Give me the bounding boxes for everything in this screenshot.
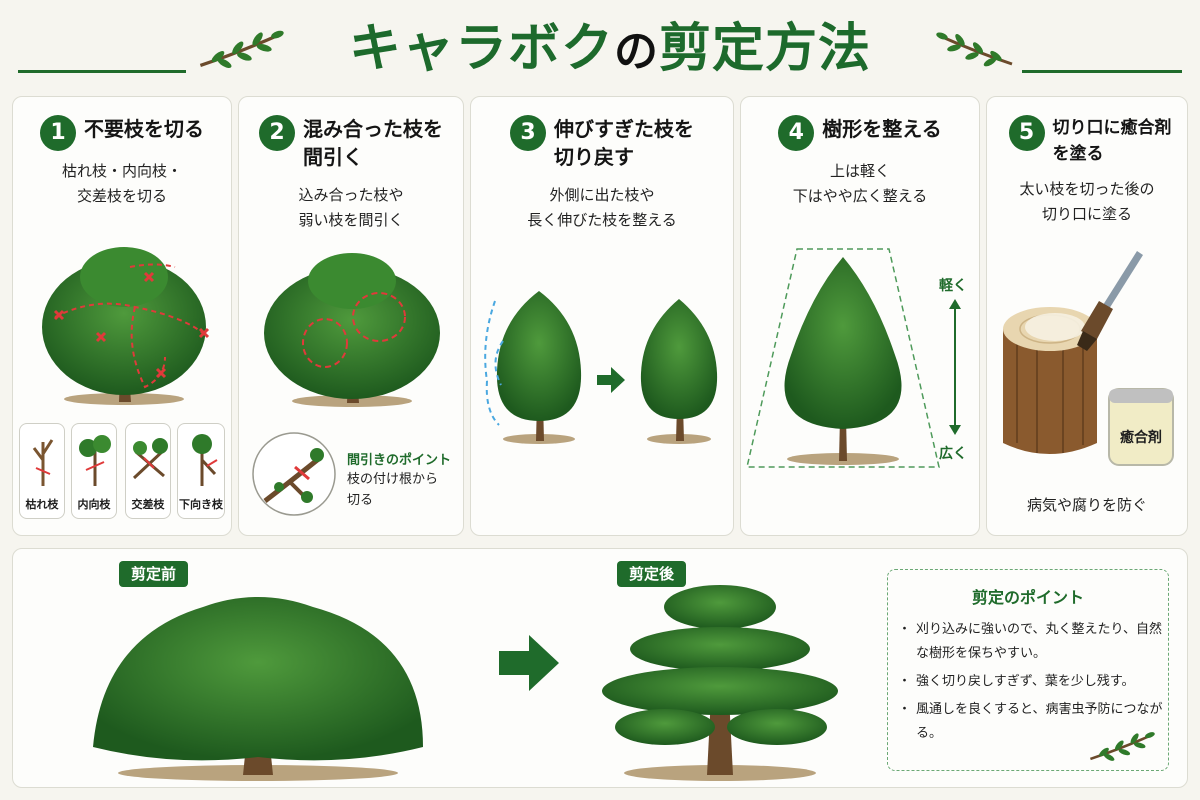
stump-and-brush-illustration (1003, 251, 1174, 466)
step-desc-2: 込み合った枝や 弱い枝を間引く (298, 186, 404, 229)
before-label: 剪定前 (119, 561, 189, 587)
step-head-5: 5 切り口に癒合剤 を塗る (987, 115, 1187, 167)
thinning-point-text: 枝の付け根から 切る (347, 472, 439, 508)
step-card-2: 2 混み合った枝を 間引く 込み合った枝や 弱い枝を間引く 間引きのポイント 枝… (238, 96, 464, 536)
overgrown-tree-illustration (484, 291, 582, 444)
step-head-2: 2 混み合った枝を 間引く (239, 115, 463, 171)
thinning-point-title: 間引きのポイント (347, 453, 452, 468)
step-title-4: 樹形を整える (822, 117, 942, 141)
step-head-4: 4 樹形を整える (741, 115, 979, 151)
dense-tree-illustration (264, 253, 440, 407)
arrow-right-icon (597, 367, 625, 393)
pruning-points-list: 刈り込みに強いので、丸く整えたり、自然な樹形を保ちやすい。 強く切り戻しすぎず、… (898, 618, 1164, 750)
inward-branch-icon (79, 435, 111, 486)
sprig-right-icon (936, 22, 1016, 78)
page-title: キャラボクの剪定方法 (300, 14, 920, 84)
step-number-4: 4 (778, 115, 815, 151)
branch-type-crossing: 交差枝 (125, 423, 171, 519)
list-item: 強く切り戻しすぎず、葉を少し残す。 (898, 670, 1164, 694)
crossing-branch-icon (132, 438, 168, 480)
step-head-1: 1 不要枝を切る (13, 115, 231, 151)
title-rest: 剪定方法 (659, 19, 872, 79)
title-rule-left (18, 70, 186, 73)
sprig-decor-icon (1086, 730, 1156, 764)
step-desc-1: 枯れ枝・内向枝・ 交差枝を切る (61, 162, 182, 205)
step-title-1: 不要枝を切る (84, 117, 204, 141)
list-item: 風通しを良くすると、病害虫予防につながる。 (898, 698, 1164, 746)
before-after-arrow-icon (499, 635, 559, 691)
trimmed-tree-illustration (640, 299, 718, 444)
step-card-1: 1 不要枝を切る 枯れ枝・内向枝・ 交差枝を切る 枯れ枝 (12, 96, 232, 536)
step-desc-5: 太い枝を切った後の 切り口に塗る (1019, 180, 1155, 223)
step-number-3: 3 (510, 115, 546, 151)
comparison-panel: 剪定前 剪定後 剪定のポイント 刈り込みに強いので、丸く整えたり、自然な樹形を保… (12, 548, 1188, 788)
sprig-left-icon (196, 22, 284, 78)
step-head-3: 3 伸びすぎた枝を 切り戻す (471, 115, 733, 171)
before-pruning-tree-illustration (93, 597, 423, 781)
step-desc-4: 上は軽く 下はやや広く整える (792, 162, 928, 205)
step-card-3: 3 伸びすぎた枝を 切り戻す 外側に出た枝や 長く伸びた枝を整える (470, 96, 734, 536)
thinning-closeup-illustration (252, 432, 336, 516)
title-bar: キャラボクの剪定方法 (0, 0, 1200, 96)
title-rule-right (1022, 70, 1182, 73)
list-item: 刈り込みに強いので、丸く整えたり、自然な樹形を保ちやすい。 (898, 618, 1164, 666)
tree-with-cuts-illustration (42, 247, 210, 405)
vertical-double-arrow-icon (949, 299, 961, 435)
step-title-3: 伸びすぎた枝を 切り戻す (554, 117, 694, 169)
after-label: 剪定後 (617, 561, 687, 587)
branch-type-inward: 内向枝 (71, 423, 117, 519)
branch-type-label-crossing: 交差枝 (131, 498, 165, 511)
branch-type-label-inward: 内向枝 (77, 498, 111, 511)
step-title-2: 混み合った枝を 間引く (303, 117, 443, 169)
label-light: 軽く (939, 278, 967, 294)
step-desc-3: 外側に出た枝や 長く伸びた枝を整える (527, 186, 677, 229)
pruning-points-title: 剪定のポイント (971, 588, 1084, 607)
title-main: キャラボク (348, 19, 614, 79)
step-number-5: 5 (1008, 115, 1045, 151)
after-pruning-tree-illustration (602, 585, 838, 781)
branch-type-label-dead: 枯れ枝 (25, 498, 59, 511)
downward-branch-icon (192, 434, 218, 486)
step-footer-5: 病気や腐りを防ぐ (1026, 496, 1147, 514)
step-card-5: 5 切り口に癒合剤 を塗る 太い枝を切った後の 切り口に塗る 癒合剤 病気や腐り… (986, 96, 1188, 536)
step-title-5: 切り口に癒合剤 を塗る (1052, 118, 1172, 164)
branch-type-downward: 下向き枝 (177, 423, 225, 519)
title-particle: の (614, 26, 659, 77)
branch-type-label-downward: 下向き枝 (179, 498, 223, 511)
paste-can-label: 癒合剤 (1120, 430, 1162, 446)
step-number-1: 1 (40, 115, 76, 151)
pruning-points-box: 剪定のポイント 刈り込みに強いので、丸く整えたり、自然な樹形を保ちやすい。 強く… (887, 569, 1169, 771)
dead-branch-icon (32, 439, 54, 486)
branch-type-dead: 枯れ枝 (19, 423, 65, 519)
label-wide: 広く (939, 446, 967, 462)
shaped-tree-illustration (746, 248, 940, 468)
step-card-4: 4 樹形を整える 上は軽く 下はやや広く整える 軽く 広く (740, 96, 980, 536)
step-number-2: 2 (259, 115, 295, 151)
